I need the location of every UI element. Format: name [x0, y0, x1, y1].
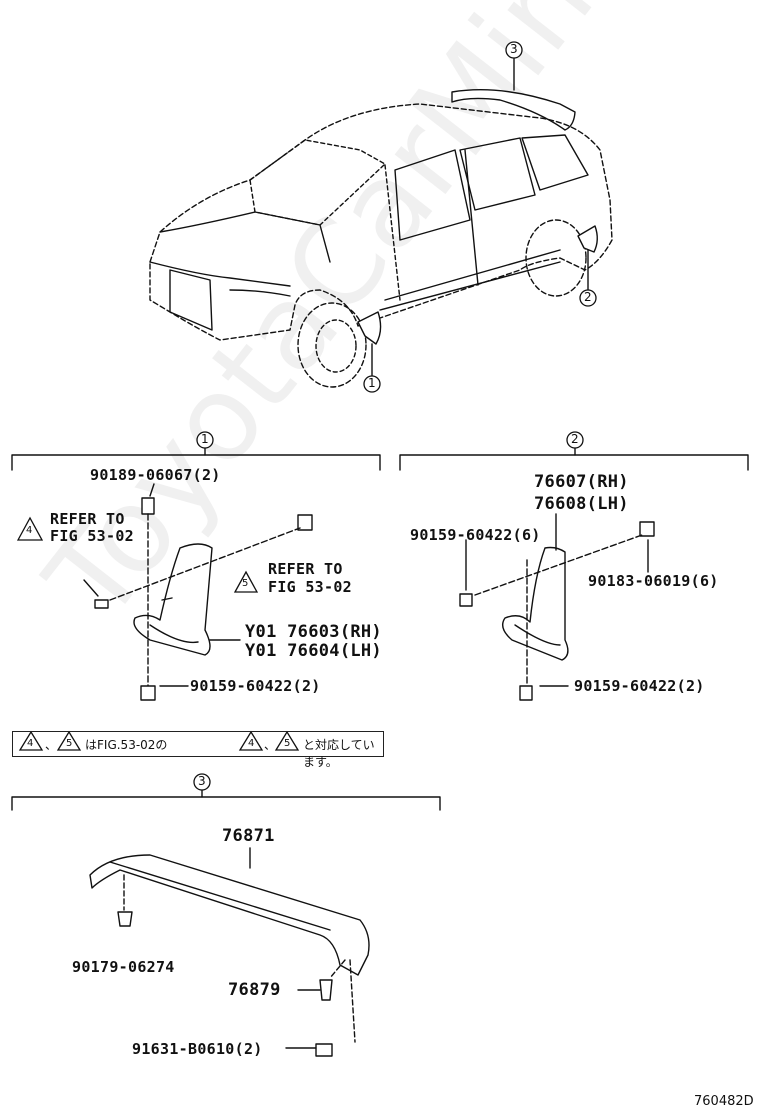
note-text-end: と対応しています。	[303, 738, 375, 769]
note-text-middle: はFIG.53-02の	[85, 738, 168, 752]
note-triangle-b: 5	[66, 738, 73, 749]
section-bracket-2	[399, 454, 749, 471]
section-1-number: 1	[201, 432, 209, 446]
note-triangle-a: 4	[27, 738, 34, 749]
screw-bottom-part-number: 90159-60422(2)	[190, 677, 321, 695]
callout-3-top: 3	[510, 42, 518, 56]
roof-spoiler-drawing	[89, 854, 370, 976]
nut-part-number: 90179-06274	[72, 958, 175, 976]
section-2-number: 2	[571, 432, 579, 446]
mudguard-rh-drawing	[133, 543, 213, 656]
refer-a-line1: REFER TO	[50, 510, 125, 528]
bolt-top-part-number: 90189-06067(2)	[90, 466, 221, 484]
callout-1-car: 1	[368, 376, 376, 390]
mudguard-rh-part-number: Y01 76603(RH)	[245, 622, 382, 642]
roof-spoiler-part-number: 76871	[222, 826, 275, 846]
mudguard-lh-part-number: Y01 76604(LH)	[245, 641, 382, 661]
screw-spoiler-part-number: 91631-B0610(2)	[132, 1040, 263, 1058]
section-bracket-1	[11, 454, 381, 471]
note-separator-1: 、	[45, 738, 58, 752]
vehicle-illustration	[149, 56, 613, 388]
cross-reference-note: 4 、 5 はFIG.53-02の 4 、 5 と対応しています。	[12, 731, 384, 769]
refer-a-triangle-number: 4	[26, 525, 33, 536]
refer-b-line2: FIG 53-02	[268, 578, 352, 596]
screw-bottom-2-part-number: 90159-60422(2)	[574, 677, 705, 695]
note-triangle-c: 4	[248, 738, 255, 749]
section-3-number: 3	[198, 774, 206, 788]
refer-b-triangle-number: 5	[242, 578, 249, 589]
refer-a-line2: FIG 53-02	[50, 527, 134, 545]
lamp-part-number: 76879	[228, 980, 281, 1000]
rear-mudguard-rh-part-number: 76607(RH)	[534, 472, 629, 492]
screw-left-part-number: 90159-60422(6)	[410, 526, 541, 544]
refer-b-line1: REFER TO	[268, 560, 343, 578]
note-separator-2: 、	[264, 738, 277, 752]
figure-code: 760482D	[694, 1094, 754, 1109]
callout-2-car: 2	[584, 290, 592, 304]
rear-mudguard-lh-part-number: 76608(LH)	[534, 494, 629, 514]
clip-right-part-number: 90183-06019(6)	[588, 572, 719, 590]
note-triangle-d: 5	[284, 738, 291, 749]
section-bracket-3	[11, 796, 441, 811]
mudguard-rear-drawing	[502, 546, 569, 661]
